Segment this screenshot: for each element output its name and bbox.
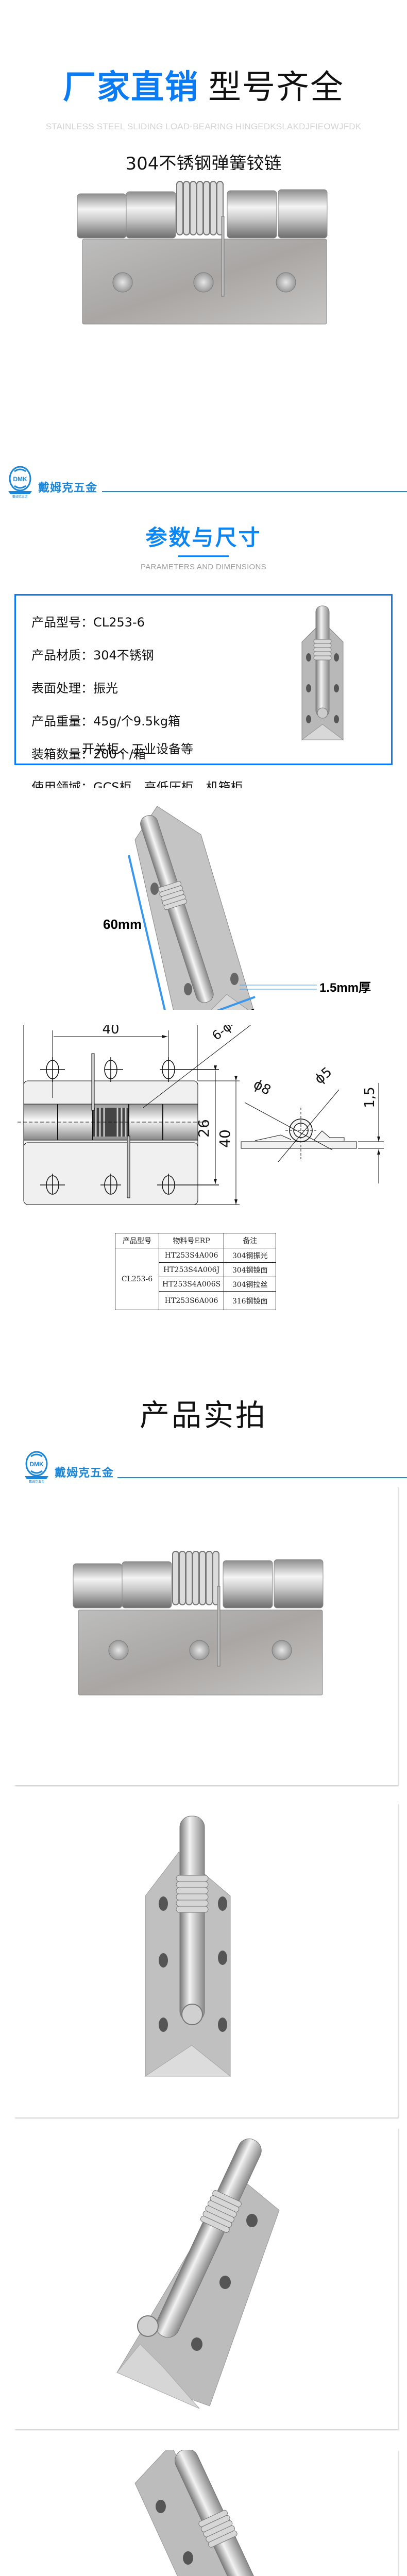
hinge-folded-thumbnail <box>301 605 344 740</box>
params-section-title: 参数与尺寸 <box>145 525 262 550</box>
technical-drawing: 60 40 6-ϕ4.2 26 40 ϕ8 ϕ5 1,5 <box>0 1025 407 1218</box>
dim-pin-diameter: ϕ5 <box>312 1064 335 1088</box>
dmk-logo-icon: DMK 戴姆克五金 <box>8 466 32 498</box>
height-dimension-label: 60mm <box>103 917 142 932</box>
svg-text:DMK: DMK <box>29 1461 44 1468</box>
spec-box: 产品型号：CL253-6 产品材质：304不锈钢 表面处理：振光 产品重量：45… <box>14 594 393 794</box>
hinge-folded-front-photo <box>144 1816 231 2077</box>
svg-text:DMK: DMK <box>13 476 27 483</box>
dim-overall-height: 40 <box>216 1129 233 1148</box>
note-cell: 316钢镜面 <box>224 1291 277 1310</box>
brand-strip: DMK 戴姆克五金 戴姆克五金 <box>24 1450 407 1483</box>
spec-row-packing: 装箱数量：200个/箱 <box>31 747 146 761</box>
spec-row-weight: 产品重量：45g/个9.5kg箱 <box>31 714 181 728</box>
hero-title-rest: 型号齐全 <box>208 69 344 107</box>
table-row: HT253S6A006 316钢镜面 <box>115 1291 277 1310</box>
real-photo-4 <box>14 2444 398 2576</box>
erp-cell: HT253S4A006S <box>158 1277 225 1292</box>
spec-row-material: 产品材质：304不锈钢 <box>31 648 154 663</box>
svg-text:戴姆克五金: 戴姆克五金 <box>29 1480 44 1483</box>
real-photo-3 <box>14 2128 398 2429</box>
dim-hole-spacing: 40 <box>102 1025 119 1037</box>
model-cell: CL253-6 <box>115 1248 159 1310</box>
hinge-flat-illustration <box>77 181 328 325</box>
hero-english-subtitle: STAINLESS STEEL SLIDING LOAD-BEARING HIN… <box>45 122 362 131</box>
hero-title-highlight: 厂家直销 <box>63 69 199 107</box>
svg-text:戴姆克五金: 戴姆克五金 <box>12 495 28 498</box>
col-header-erp: 物料号ERP <box>158 1233 225 1248</box>
note-cell: 304钢镜面 <box>224 1262 277 1277</box>
table-row: HT253S4A006J 304钢镜面 <box>115 1262 277 1277</box>
erp-table: 产品型号 物料号ERP 备注 CL253-6 HT253S4A006 304钢振… <box>115 1233 277 1310</box>
erp-cell: HT253S4A006J <box>158 1262 225 1277</box>
hinge-flat-photo <box>73 1551 324 1696</box>
hinge-folded-side-photo <box>134 2444 277 2576</box>
brand-name: 戴姆克五金 <box>55 1467 114 1480</box>
dim-hole-spec: 6-ϕ4.2 <box>209 1025 250 1043</box>
spec-application-continued: 开关柜、工业设备等 <box>82 742 193 756</box>
params-section-underline <box>178 555 229 557</box>
dimension-photo: 60mm 1.5mm厚 平压40mm <box>0 788 407 1010</box>
hinge-technical-drawing: 60 40 6-ϕ4.2 26 40 ϕ8 ϕ5 1,5 <box>18 1025 384 1205</box>
brand-strip: DMK 戴姆克五金 戴姆克五金 <box>7 465 407 498</box>
real-photo-1 <box>14 1486 398 1785</box>
col-header-model: 产品型号 <box>115 1233 159 1248</box>
brand-name: 戴姆克五金 <box>38 482 98 495</box>
spec-list: 产品型号：CL253-6 产品材质：304不锈钢 表面处理：振光 产品重量：45… <box>31 606 243 804</box>
table-header-row: 产品型号 物料号ERP 备注 <box>115 1233 277 1248</box>
real-photo-2 <box>14 1803 398 2117</box>
col-header-note: 备注 <box>224 1233 277 1248</box>
brand-divider <box>117 1477 407 1478</box>
spec-row-model: 产品型号：CL253-6 <box>31 615 145 630</box>
table-row: HT253S4A006S 304钢拉丝 <box>115 1277 277 1292</box>
erp-cell: HT253S4A006 <box>158 1248 225 1263</box>
dim-thickness: 1,5 <box>362 1087 378 1108</box>
hinge-folded-angled-photo <box>116 2138 280 2409</box>
params-section-english: PARAMETERS AND DIMENSIONS <box>141 563 266 571</box>
brand-divider <box>102 491 407 492</box>
real-photos-title: 产品实拍 <box>139 1398 267 1433</box>
hero-product-photo <box>0 170 407 438</box>
dim-knuckle-diameter: ϕ8 <box>251 1077 274 1098</box>
dim-hole-row-spacing: 26 <box>195 1119 212 1138</box>
erp-cell: HT253S6A006 <box>158 1291 225 1310</box>
spec-row-finish: 表面处理：振光 <box>31 681 118 696</box>
table-row: CL253-6 HT253S4A006 304钢振光 <box>115 1248 277 1310</box>
dmk-logo-icon: DMK 戴姆克五金 <box>25 1451 48 1483</box>
note-cell: 304钢振光 <box>224 1248 277 1263</box>
hinge-dimension-illustration: 60mm 1.5mm厚 平压40mm <box>103 806 371 1010</box>
hero-title: 厂家直销型号齐全 <box>0 67 407 108</box>
note-cell: 304钢拉丝 <box>224 1277 277 1292</box>
thickness-dimension-label: 1.5mm厚 <box>319 981 371 995</box>
